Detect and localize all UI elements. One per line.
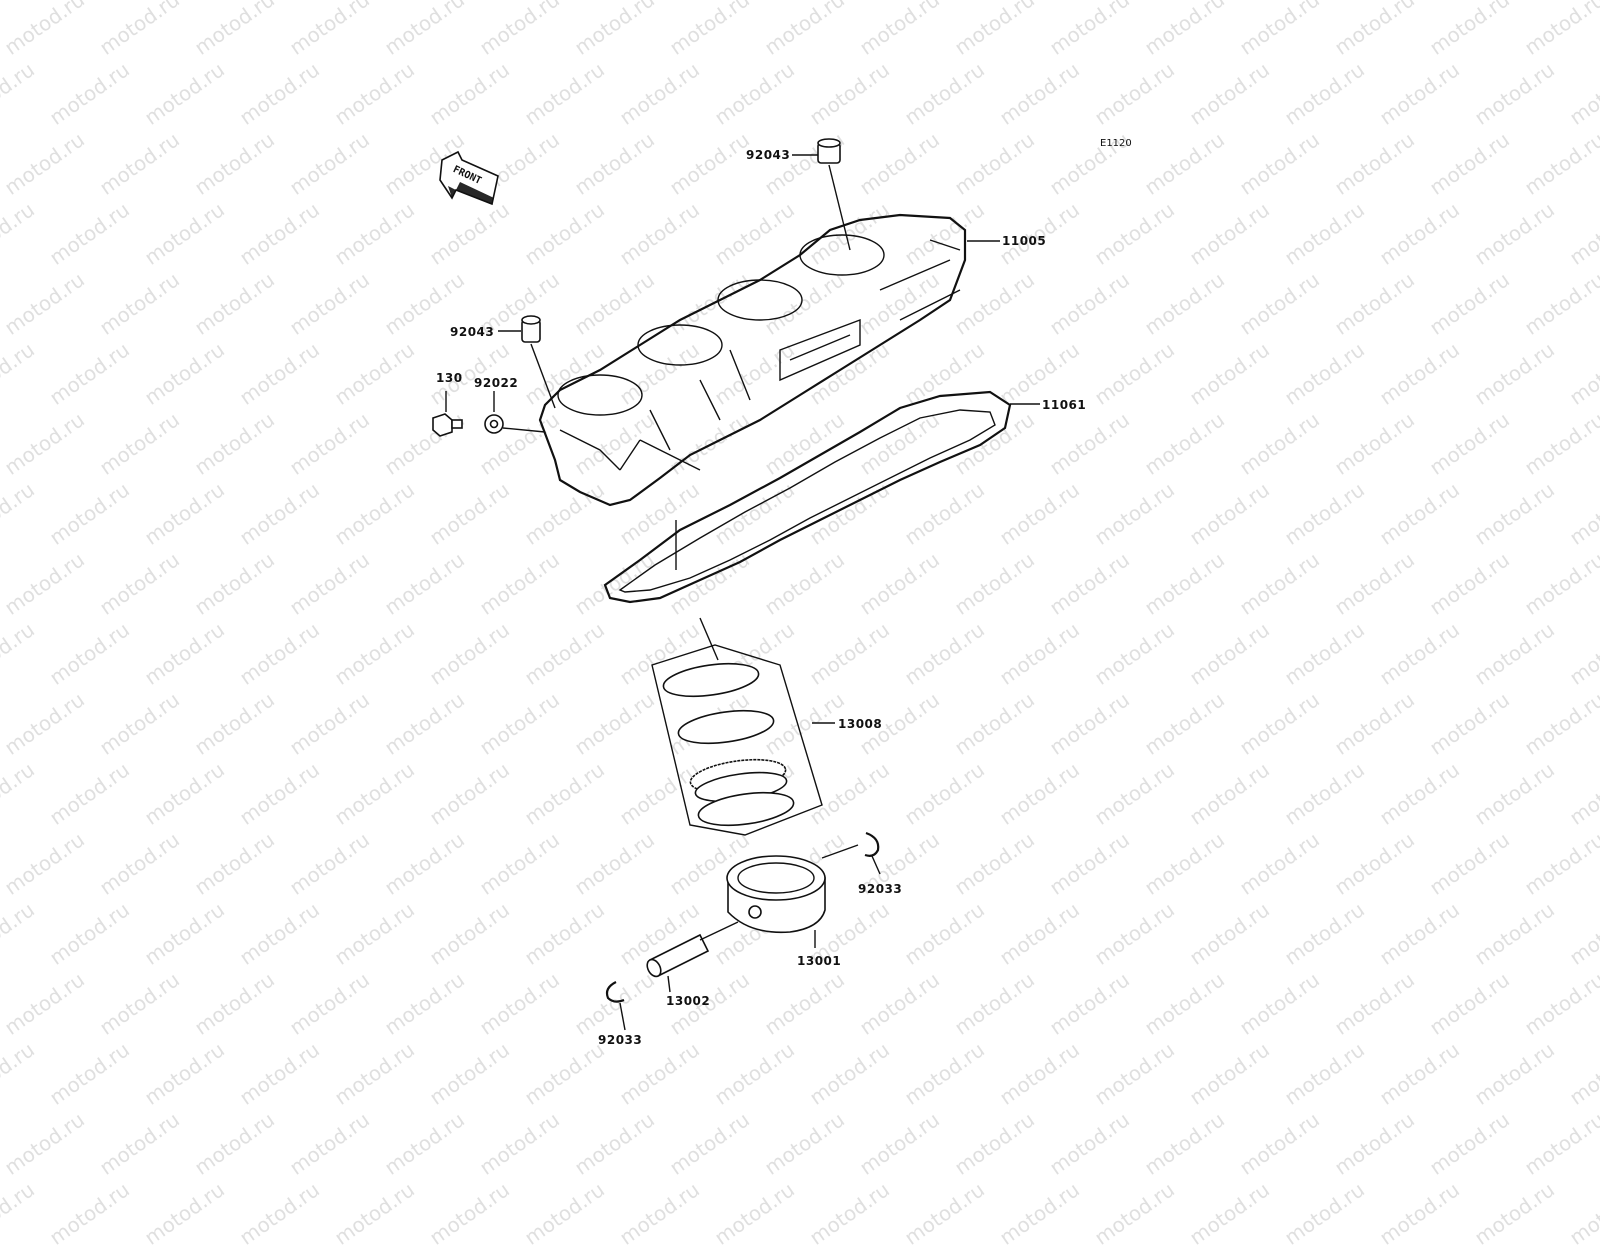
leader-lines <box>445 154 1040 1031</box>
cylinder-gasket <box>603 390 1012 604</box>
piston-ring-set <box>651 644 823 836</box>
part-label-92033-right[interactable]: 92033 <box>858 882 903 896</box>
dowel-pin-left-icon <box>521 315 541 343</box>
front-arrow-icon <box>439 150 499 206</box>
washer-icon <box>484 414 504 434</box>
part-label-92043-top[interactable]: 92043 <box>746 148 791 162</box>
part-label-13001[interactable]: 13001 <box>797 954 842 968</box>
part-label-13008[interactable]: 13008 <box>838 717 883 731</box>
part-label-92022[interactable]: 92022 <box>474 376 519 390</box>
cylinder-block <box>538 213 967 507</box>
bolt-icon <box>432 413 463 437</box>
part-label-11061[interactable]: 11061 <box>1042 398 1087 412</box>
dowel-pin-top-icon <box>817 138 841 164</box>
piston-icon <box>726 855 826 934</box>
part-label-11005[interactable]: 11005 <box>1002 234 1047 248</box>
part-label-92043-left[interactable]: 92043 <box>450 325 495 339</box>
part-label-13002[interactable]: 13002 <box>666 994 711 1008</box>
part-label-130[interactable]: 130 <box>436 371 463 385</box>
parts-diagram <box>432 138 1040 1031</box>
circlip-bottom-icon <box>605 981 625 1003</box>
circlip-right-icon <box>864 831 880 857</box>
diagram-code: E1120 <box>1100 138 1132 149</box>
piston-pin-icon <box>646 933 710 978</box>
part-label-92033-bottom[interactable]: 92033 <box>598 1033 643 1047</box>
